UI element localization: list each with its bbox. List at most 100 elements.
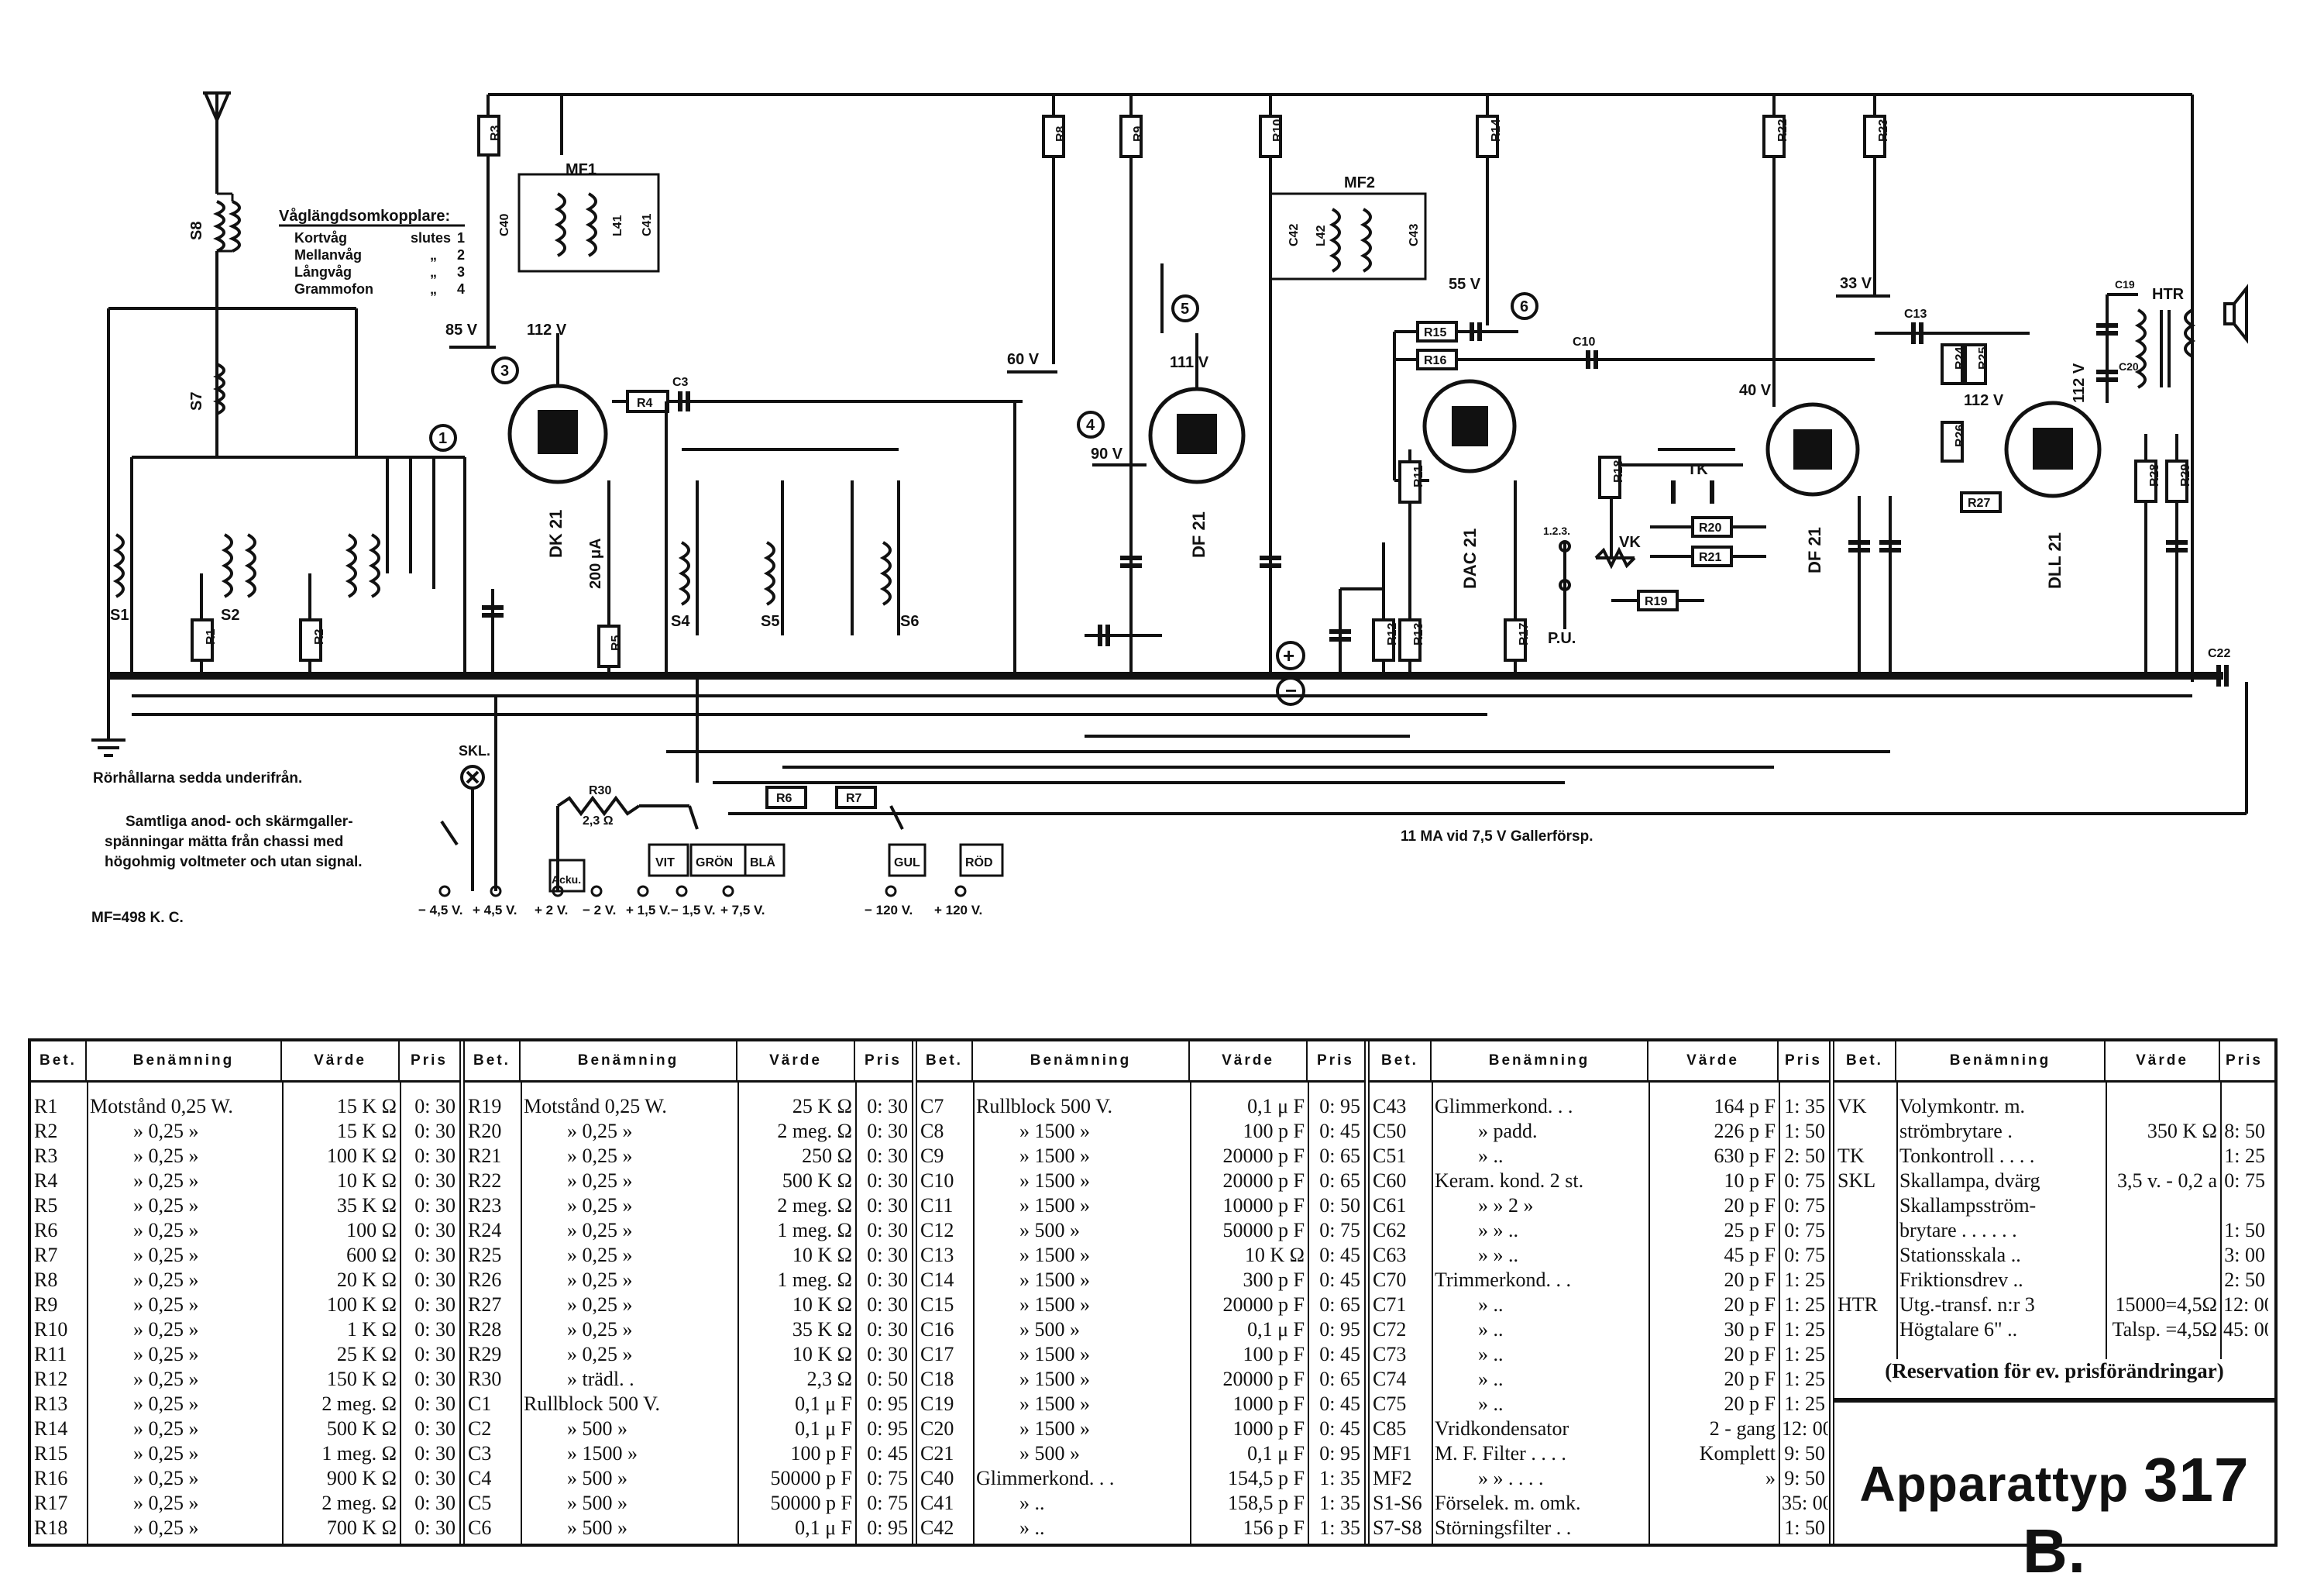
cell-ben: » 500 »: [1019, 1318, 1080, 1341]
cell-varde: 0,1 μ F: [795, 1417, 852, 1440]
cell-bet: R19: [468, 1095, 502, 1117]
cell-pris: 0: 65: [1319, 1145, 1360, 1167]
band-line-name: Långvåg: [294, 264, 352, 280]
svg-text:C13: C13: [1904, 308, 1927, 321]
cell-bet: C16: [920, 1318, 954, 1341]
cell-ben: » » ..: [1478, 1244, 1518, 1266]
cell-bet: R4: [34, 1169, 58, 1192]
cell-ben: » 0,25 »: [567, 1293, 633, 1316]
cell-bet: R30: [468, 1368, 502, 1390]
cell-varde: 20 p F: [1724, 1293, 1776, 1316]
svg-text:R5: R5: [610, 635, 623, 651]
switch-bank: S4 S5 S6: [665, 401, 1016, 676]
r30-value: 2,3 Ω: [583, 814, 614, 828]
cell-varde: 20000 p F: [1222, 1293, 1305, 1316]
voltage-label: 55 V: [1449, 276, 1481, 293]
skl-label: SKL.: [459, 743, 490, 759]
cell-bet: R15: [34, 1442, 68, 1465]
svg-text:R12: R12: [1386, 623, 1399, 645]
cell-ben: » 0,25 »: [567, 1343, 633, 1365]
mf2-filter: MF2 C42 L42 C43: [1269, 174, 1427, 281]
cell-ben: » 500 »: [1019, 1442, 1080, 1465]
cell-ben: » 1500 »: [1019, 1368, 1090, 1390]
cell-varde: 700 K Ω: [326, 1516, 397, 1539]
cell-varde: Komplett: [1699, 1442, 1776, 1465]
resistor-r16: R16 C10: [1394, 336, 1875, 370]
cell-pris: 1: 50: [2224, 1219, 2265, 1241]
cell-pris: 0: 30: [414, 1269, 456, 1291]
cell-ben: » ..: [1478, 1392, 1504, 1415]
capacitor-c16: [1848, 496, 1870, 676]
cell-varde: 20 p F: [1724, 1343, 1776, 1365]
cell-pris: 0: 45: [1319, 1269, 1360, 1291]
header-varde: Värde: [282, 1041, 400, 1080]
capacitor-c22: C22: [2208, 647, 2230, 687]
cell-bet: R12: [34, 1368, 68, 1390]
header-ben: Benämning: [973, 1041, 1190, 1080]
cell-varde: 20 p F: [1724, 1392, 1776, 1415]
band-line-name: Grammofon: [294, 281, 373, 297]
table-row: Skallampsström-: [1834, 1193, 2274, 1218]
cell-pris: 0: 30: [867, 1120, 908, 1142]
divider: [1834, 1398, 2274, 1403]
capacitor-c6: [1120, 341, 1142, 676]
svg-text:S7: S7: [188, 392, 205, 411]
supply-terminals: − 4,5 V. + 4,5 V. + 2 V. − 2 V. + 1,5 V.…: [418, 885, 982, 917]
resistor-r15: R15: [1394, 321, 1518, 343]
voltage-label: 112 V: [1964, 392, 2004, 409]
cell-pris: 1: 25: [1784, 1293, 1825, 1316]
cell-bet: C6: [468, 1516, 492, 1539]
column-divider: [1308, 1080, 1309, 1544]
cell-bet: C50: [1373, 1120, 1407, 1142]
cell-pris: 0: 65: [1319, 1169, 1360, 1192]
cell-pris: 0: 30: [867, 1244, 908, 1266]
minus-sign: −: [1285, 679, 1297, 702]
cell-pris: 45: 00: [2223, 1318, 2268, 1341]
cell-pris: 0: 95: [1319, 1442, 1360, 1465]
cell-pris: 1: 50: [1784, 1516, 1825, 1539]
cell-ben: » 1500 »: [1019, 1120, 1090, 1142]
header-pris: Pris: [2226, 1052, 2263, 1069]
supply-label: + 7,5 V.: [720, 903, 765, 917]
pickup-label: P.U.: [1548, 630, 1576, 647]
cell-ben: » » . . . .: [1478, 1467, 1544, 1489]
cell-ben: Motstånd 0,25 W.: [90, 1095, 233, 1117]
cell-ben: » 1500 »: [1019, 1269, 1090, 1291]
cell-ben: » 1500 »: [1019, 1343, 1090, 1365]
svg-text:R8: R8: [1054, 126, 1067, 142]
resistor-r19: R19: [1611, 590, 1704, 611]
supply-label: − 1,5 V.: [671, 903, 716, 917]
cell-ben: » 0,25 »: [133, 1169, 199, 1192]
cell-bet: [1834, 1243, 1896, 1268]
cell-pris: 0: 30: [867, 1318, 908, 1341]
cell-varde: 500 K Ω: [782, 1169, 852, 1192]
band-line-name: Kortvåg: [294, 230, 347, 246]
acku-label: Acku.: [552, 873, 581, 886]
cell-pris: 0: 75: [1784, 1244, 1825, 1266]
cell-varde: 1 meg. Ω: [777, 1219, 852, 1241]
cell-bet: C5: [468, 1492, 492, 1514]
resistor-r28: R28: [2134, 434, 2161, 676]
cell-varde: 10 K Ω: [1244, 1244, 1305, 1266]
cell-varde: 350 K Ω: [2147, 1120, 2217, 1142]
svg-text:R27: R27: [1968, 497, 1990, 510]
cell-pris: 1: 25: [1784, 1269, 1825, 1291]
cell-pris: 0: 45: [1319, 1392, 1360, 1415]
svg-text:R17: R17: [1518, 623, 1531, 645]
cell-varde: 158,5 p F: [1228, 1492, 1305, 1514]
svg-text:R24: R24: [1954, 347, 1967, 370]
cell-varde: 10 K Ω: [792, 1343, 852, 1365]
cell-varde: 0,1 μ F: [795, 1516, 852, 1539]
cell-ben: » ..: [1478, 1343, 1504, 1365]
cell-ben: » 0,25 »: [133, 1343, 199, 1365]
cell-ben: » padd.: [1478, 1120, 1538, 1142]
